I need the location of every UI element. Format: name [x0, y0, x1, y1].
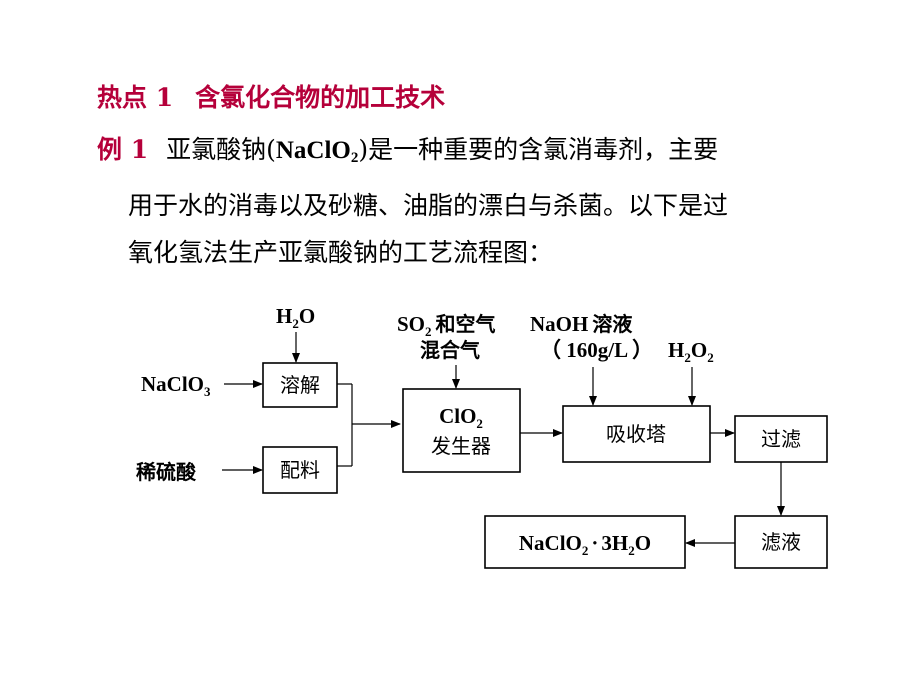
input-naclo3-label: NaClO3: [141, 372, 211, 399]
box-mix-label: 配料: [280, 458, 320, 482]
input-naoh-conc: （ 160g/L ）: [540, 338, 653, 362]
hotspot-heading: 热点 1 含氯化合物的加工技术: [97, 78, 445, 114]
box-generator-label: 发生器: [431, 434, 491, 458]
box-absorber: [562, 405, 711, 463]
formula-sub: 2: [350, 149, 359, 166]
box-absorber-label: 吸收塔: [606, 422, 666, 446]
example-paragraph: 例 1 亚氯酸钠(NaClO2)是一种重要的含氯消毒剂，主要 用于水的消毒以及砂糖…: [97, 126, 822, 276]
box-filtrate-label: 滤液: [761, 530, 801, 554]
box-product-label: NaClO2·3H2O: [519, 531, 651, 558]
input-acid-label: 稀硫酸: [136, 460, 197, 484]
box-product: [484, 515, 686, 569]
example-line-3: 氧化氢法生产亚氯酸钠的工艺流程图：: [128, 237, 554, 267]
example-line-2: 用于水的消毒以及砂糖、油脂的漂白与杀菌。以下是过: [128, 190, 729, 220]
box-dissolve: [262, 362, 338, 408]
box-filter-label: 过滤: [761, 427, 801, 451]
example-line1-post: )是一种重要的含氯消毒剂，主要: [358, 135, 719, 164]
hotspot-label: 热点 1: [97, 83, 174, 112]
input-so2-line2: 混合气: [420, 338, 480, 362]
box-dissolve-label: 溶解: [280, 373, 320, 397]
hotspot-title: 含氯化合物的加工技术: [195, 83, 446, 112]
box-generator-formula: ClO2: [439, 404, 483, 431]
box-mix: [262, 446, 338, 494]
input-h2o2-label: H2O2: [668, 338, 714, 365]
input-water-label: H2O: [276, 304, 315, 331]
example-label: 例 1: [97, 135, 149, 164]
box-generator: [402, 388, 521, 473]
box-filtrate: [734, 515, 828, 569]
formula-naclo2: NaClO2: [275, 137, 359, 166]
example-line-1: 例 1 亚氯酸钠(NaClO2)是一种重要的含氯消毒剂，主要: [97, 126, 822, 182]
example-line1-pre: 亚氯酸钠(: [166, 135, 276, 164]
formula-main: NaClO: [275, 137, 351, 164]
